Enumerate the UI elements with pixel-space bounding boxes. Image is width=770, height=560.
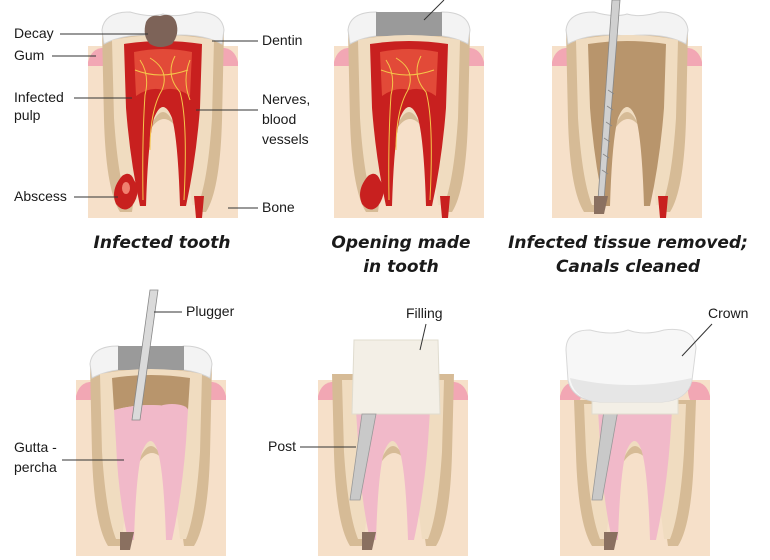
decay-spot: [144, 14, 178, 47]
label-filling: Filling: [406, 305, 443, 321]
caption-removed-1: Infected tissue removed;: [508, 233, 748, 253]
caption-infected-tooth: Infected tooth: [94, 233, 231, 253]
label-decay: Decay: [14, 25, 54, 41]
label-plugger: Plugger: [186, 303, 235, 319]
post: [349, 413, 377, 501]
caption-opening-1: Opening made: [331, 233, 470, 253]
gutta-percha-fill: [598, 410, 672, 540]
panel-infected-tooth: Decay Gum Infected pulp Abscess Dentin N…: [14, 11, 310, 253]
root-tip-right: [658, 196, 668, 218]
root-tip-right: [194, 196, 204, 218]
label-gutta-2: percha: [14, 459, 57, 475]
root-tip-left: [604, 532, 618, 550]
label-infected-pulp-1: Infected: [14, 89, 64, 105]
root-tip-left: [362, 532, 376, 550]
gutta-percha-fill: [114, 405, 188, 540]
abscess-highlight: [122, 182, 130, 194]
caption-removed-2: Canals cleaned: [556, 257, 701, 277]
label-nerves-2: blood: [262, 111, 296, 127]
gutta-top: [156, 404, 188, 416]
gutta-percha-fill: [356, 410, 430, 540]
filling-block: [351, 339, 441, 415]
panel-post-filling: Filling Post: [268, 305, 468, 556]
pulp-chamber: [112, 375, 190, 410]
label-dentin: Dentin: [262, 32, 302, 48]
panel-crown: Crown: [560, 305, 748, 556]
nerves: [134, 55, 191, 201]
gum-right: [688, 381, 710, 400]
root-tip-left: [120, 532, 134, 550]
caption-opening-2: in tooth: [363, 257, 439, 277]
label-post: Post: [268, 438, 296, 454]
leader-line: [423, 0, 445, 21]
file-grooves: [601, 89, 615, 175]
label-nerves-3: vessels: [262, 131, 309, 147]
panel-opening-made: Opening made in tooth: [331, 0, 484, 277]
nerves: [380, 55, 435, 201]
label-infected-pulp-2: pulp: [14, 107, 41, 123]
label-crown: Crown: [708, 305, 748, 321]
label-abscess: Abscess: [14, 188, 67, 204]
label-bone: Bone: [262, 199, 295, 215]
root-tip-left: [594, 196, 608, 214]
panel-canals-cleaned: Infected tissue removed; Canals cleaned: [508, 0, 748, 277]
plugger-instrument: [131, 289, 159, 421]
label-gum: Gum: [14, 47, 44, 63]
access-opening: [376, 12, 442, 36]
access-opening: [118, 346, 184, 370]
label-gutta-1: Gutta -: [14, 439, 57, 455]
abscess: [360, 173, 384, 210]
crown-shade: [570, 378, 692, 402]
label-nerves-1: Nerves,: [262, 91, 310, 107]
root-tip-right: [440, 196, 450, 218]
panel-gutta-percha: Plugger Gutta - percha: [14, 289, 235, 556]
